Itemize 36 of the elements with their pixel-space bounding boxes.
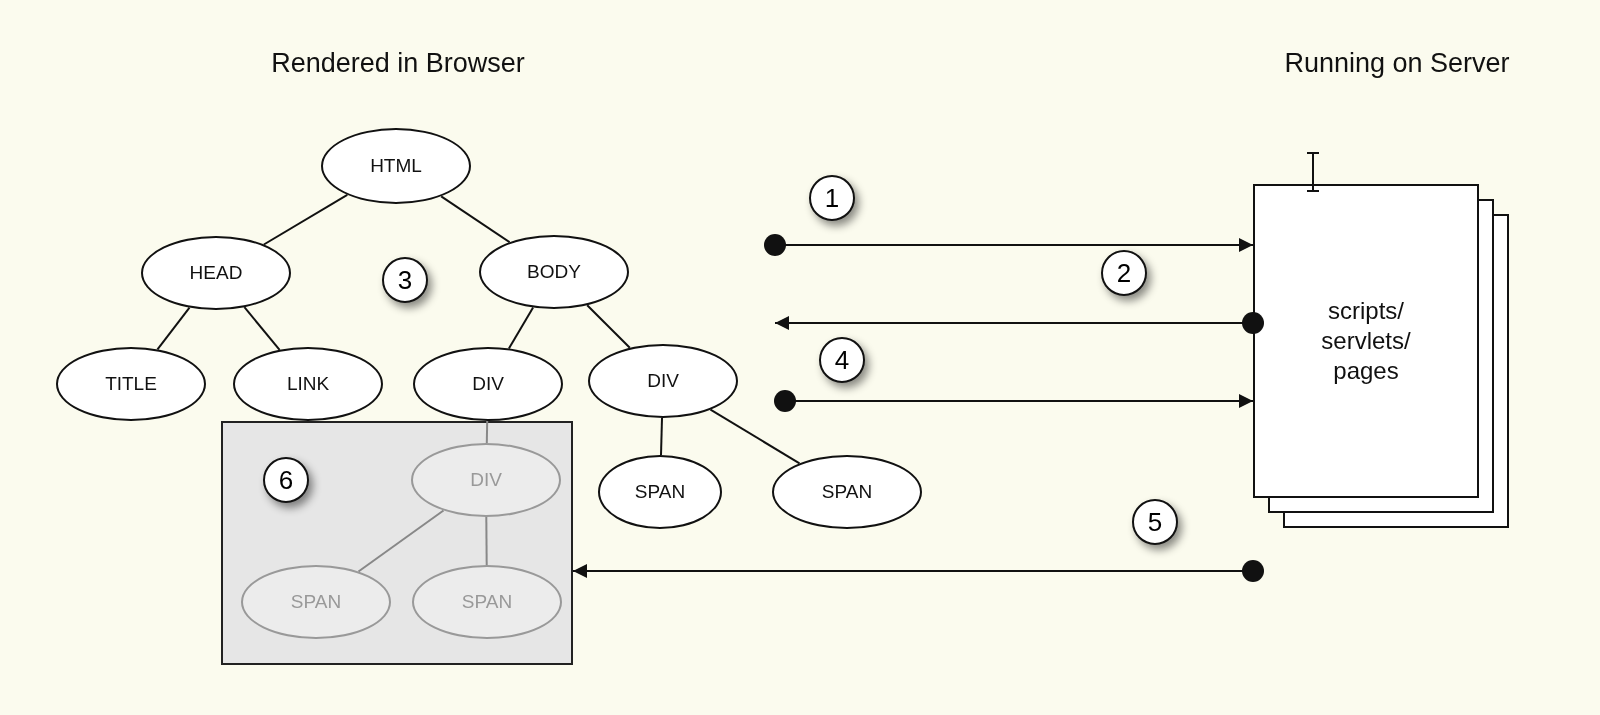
connector-line [243,306,281,351]
arrow [764,234,1254,256]
tree-node-ellipse: LINK [233,347,383,421]
tree-node-ellipse: DIV [413,347,563,421]
connector-line [485,516,488,566]
connector-line [156,306,191,351]
callout-number: 1 [809,175,855,221]
connector-line [709,408,801,465]
connector-line [485,420,489,444]
connector-line [507,306,535,350]
tree-node-ellipse: DIV [411,443,561,517]
arrow [774,312,1264,334]
arrow [774,390,1254,412]
tree-node-ellipse: SPAN [772,455,922,529]
tree-node-ellipse: SPAN [412,565,562,639]
tree-node-ellipse: TITLE [56,347,206,421]
tree-node-ellipse: HTML [321,128,471,204]
section-title: Running on Server [1284,48,1510,79]
callout-number: 2 [1101,250,1147,296]
tree-node-ellipse: BODY [479,235,629,309]
tree-node-ellipse: SPAN [241,565,391,639]
tree-node-ellipse: SPAN [598,455,722,529]
connector-line [357,509,445,573]
tree-node-ellipse: DIV [588,344,738,418]
tree-node-ellipse: HEAD [141,236,291,310]
connector-line [660,417,663,456]
arrow [572,560,1264,582]
connector-line [262,193,349,246]
callout-number: 4 [819,337,865,383]
highlight-panel [221,421,573,665]
document-page: scripts/ servlets/ pages [1253,184,1479,498]
callout-number: 5 [1132,499,1178,545]
callout-number: 3 [382,257,428,303]
section-title: Rendered in Browser [271,48,525,79]
connector-line [440,195,511,244]
connector-line [586,304,631,349]
